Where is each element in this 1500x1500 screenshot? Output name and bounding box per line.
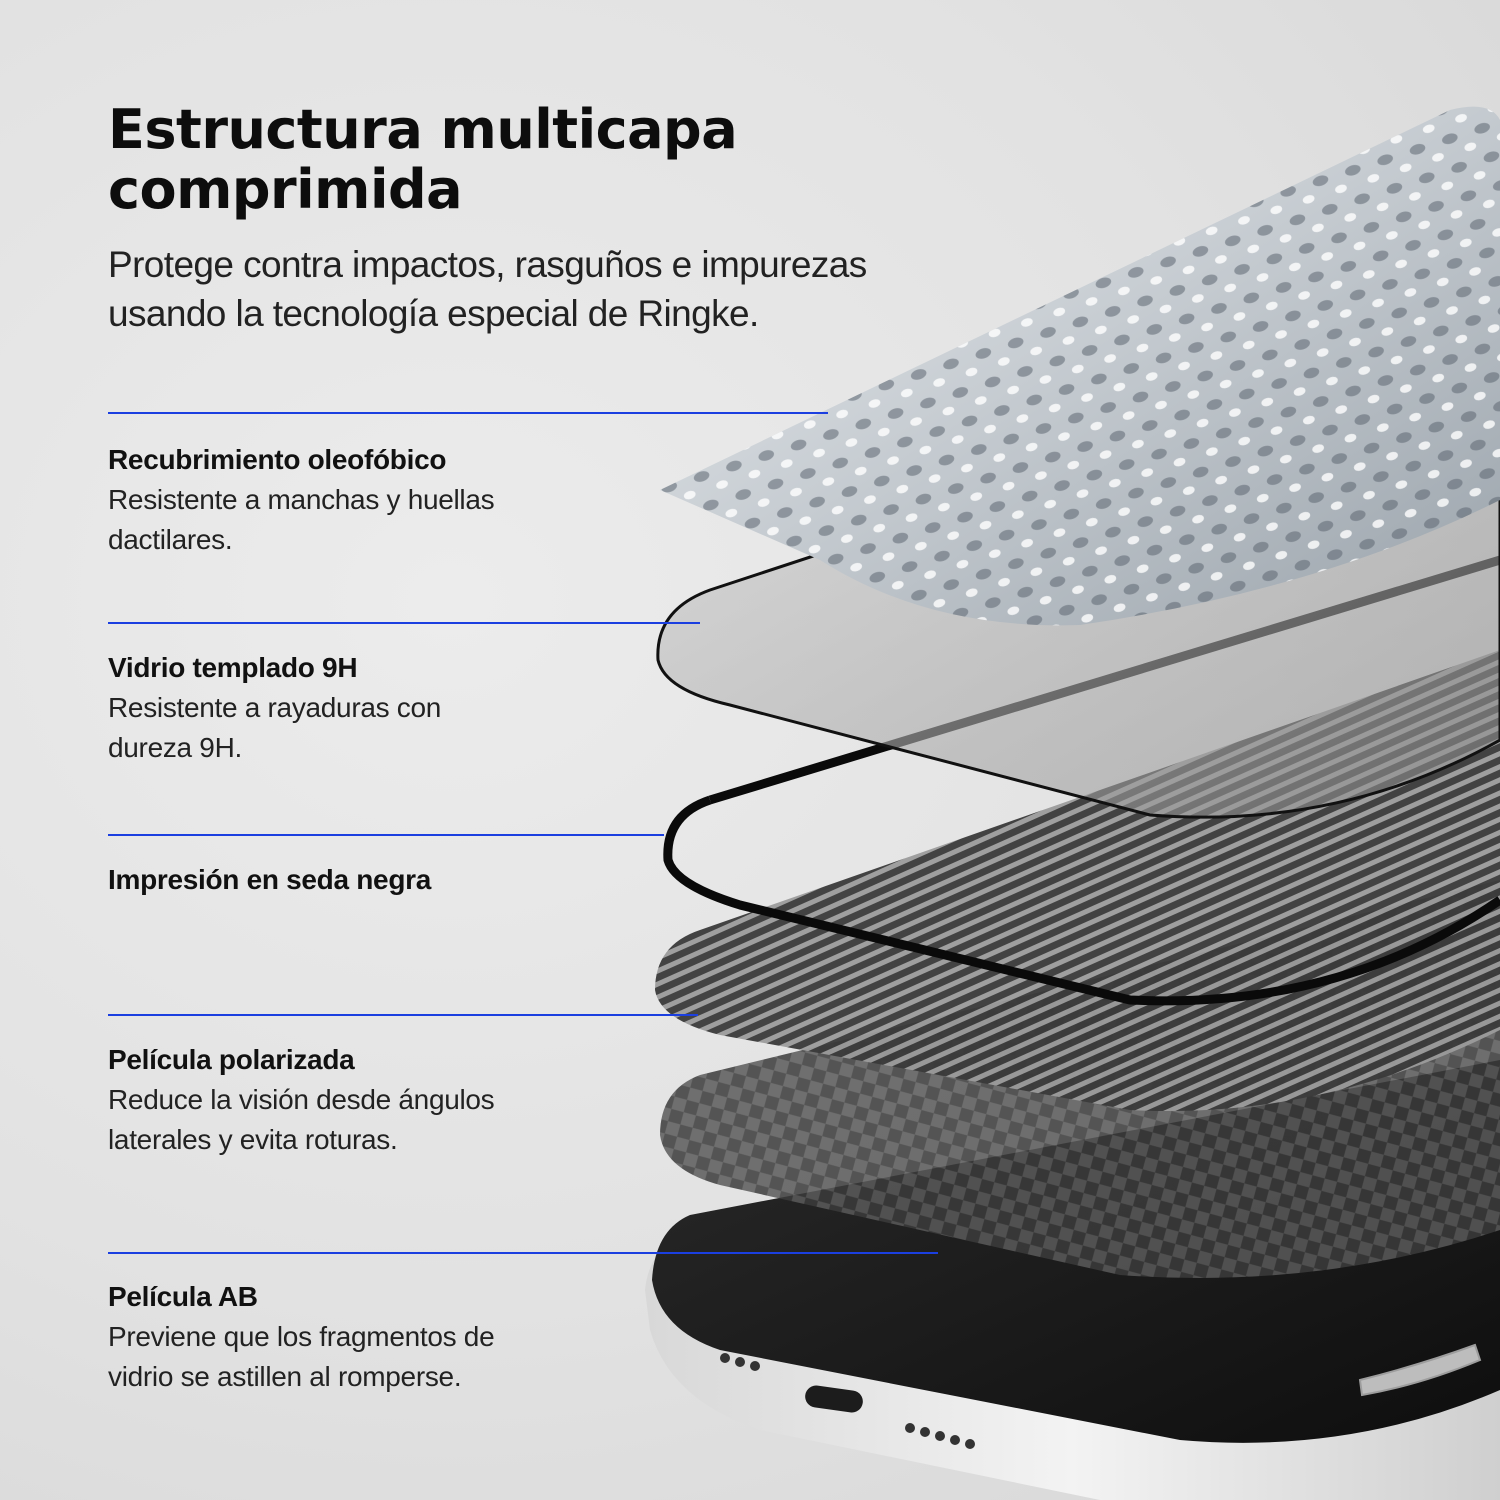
layer-name: Película AB [108,1281,258,1312]
side-button [1358,1343,1482,1397]
layer-ab-film: Película AB Previene que los fragmentos … [108,1277,628,1397]
layer-polarized-film: Película polarizada Reduce la visión des… [108,1040,628,1160]
speaker-holes-left [720,1353,760,1371]
layer-divider [108,1252,938,1254]
page-subtitle: Protege contra impactos, rasguños e impu… [108,244,867,334]
layer-name: Recubrimiento oleofóbico [108,444,447,475]
layer-divider [108,834,664,836]
layer-description: Reduce la visión desde ángulos laterales… [108,1084,495,1155]
oleophobic-layer [660,106,1500,626]
layer-black-silk-print: Impresión en seda negra [108,860,628,900]
layer-description: Resistente a rayaduras con dureza 9H. [108,692,442,763]
layer-tempered-glass: Vidrio templado 9H Resistente a rayadura… [108,648,628,768]
layer-divider [108,1014,698,1016]
layer-divider [108,412,828,414]
usb-c-port [805,1385,863,1413]
page-title: Estructura multicapa comprimida [108,98,738,221]
layer-name: Impresión en seda negra [108,864,431,895]
layer-name: Vidrio templado 9H [108,652,358,683]
layer-divider [108,622,700,624]
layer-name: Película polarizada [108,1044,355,1075]
layer-description: Resistente a manchas y huellas dactilare… [108,484,495,555]
speaker-holes-right [905,1423,975,1449]
layer-oleophobic: Recubrimiento oleofóbico Resistente a ma… [108,440,628,560]
layer-description: Previene que los fragmentos de vidrio se… [108,1321,495,1392]
